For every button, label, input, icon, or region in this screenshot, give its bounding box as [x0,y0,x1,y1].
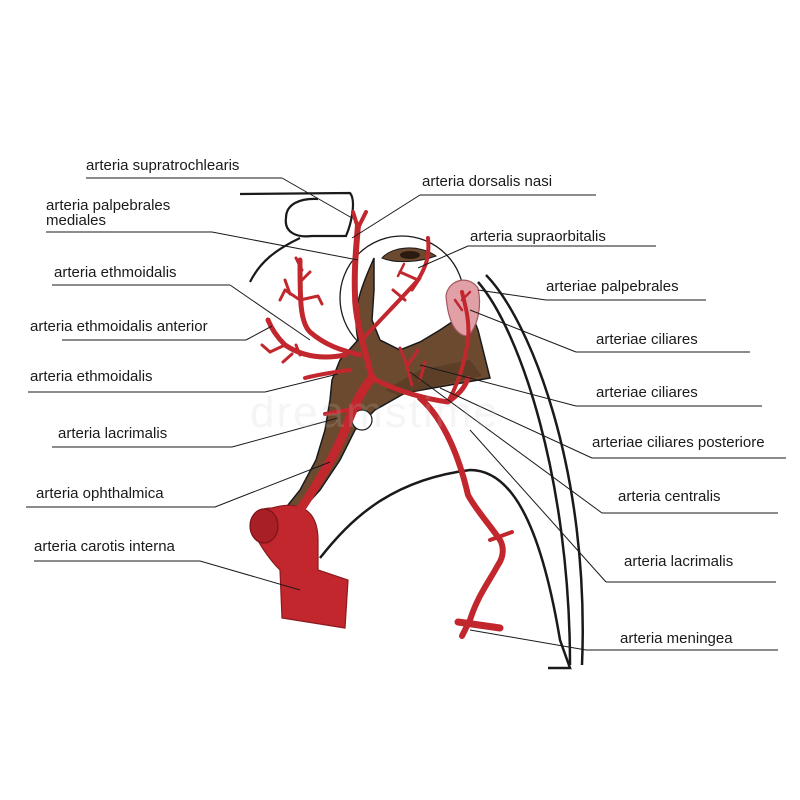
label-palpebrales-right: arteriae palpebrales [546,278,679,295]
label-ethmoidalis-top: arteria ethmoidalis [54,264,177,281]
label-ethmoidalis-anterior: arteria ethmoidalis anterior [30,318,208,335]
label-ciliares-1: arteriae ciliares [596,331,698,348]
label-lacrimalis-left: arteria lacrimalis [58,425,168,442]
label-ciliares-posteriore: arteriae ciliares posteriore [592,434,765,451]
lacrimal-gland [445,279,481,337]
label-ethmoidalis-mid: arteria ethmoidalis [30,368,153,385]
label-meningea: arteria meningea [620,630,733,647]
label-palpebrales-mediales-line2: mediales [46,212,107,229]
label-supratrochlearis: arteria supratrochlearis [86,157,240,174]
nose-outline [239,191,355,283]
label-palpebrales-mediales-line1: arteria palpebrales [46,197,171,214]
eye-iris [400,251,420,259]
bone-inner-dark [385,360,482,396]
label-supraorbitalis: arteria supraorbitalis [470,228,606,245]
label-dorsalis-nasi: arteria dorsalis nasi [422,173,553,190]
globe-outline [319,274,584,670]
watermark: dreamstime [250,388,500,437]
arteries [260,210,514,639]
label-ophthalmica: arteria ophthalmica [36,485,164,502]
label-carotis-interna: arteria carotis interna [34,538,175,555]
label-centralis: arteria centralis [618,488,721,505]
leader-lines [26,177,786,651]
label-ciliares-2: arteriae ciliares [596,384,698,401]
label-lacrimalis-right: arteria lacrimalis [624,553,734,570]
label-palpebrales-mediales: arteria palpebrales mediales [46,198,170,228]
carotis-interna [249,504,349,629]
